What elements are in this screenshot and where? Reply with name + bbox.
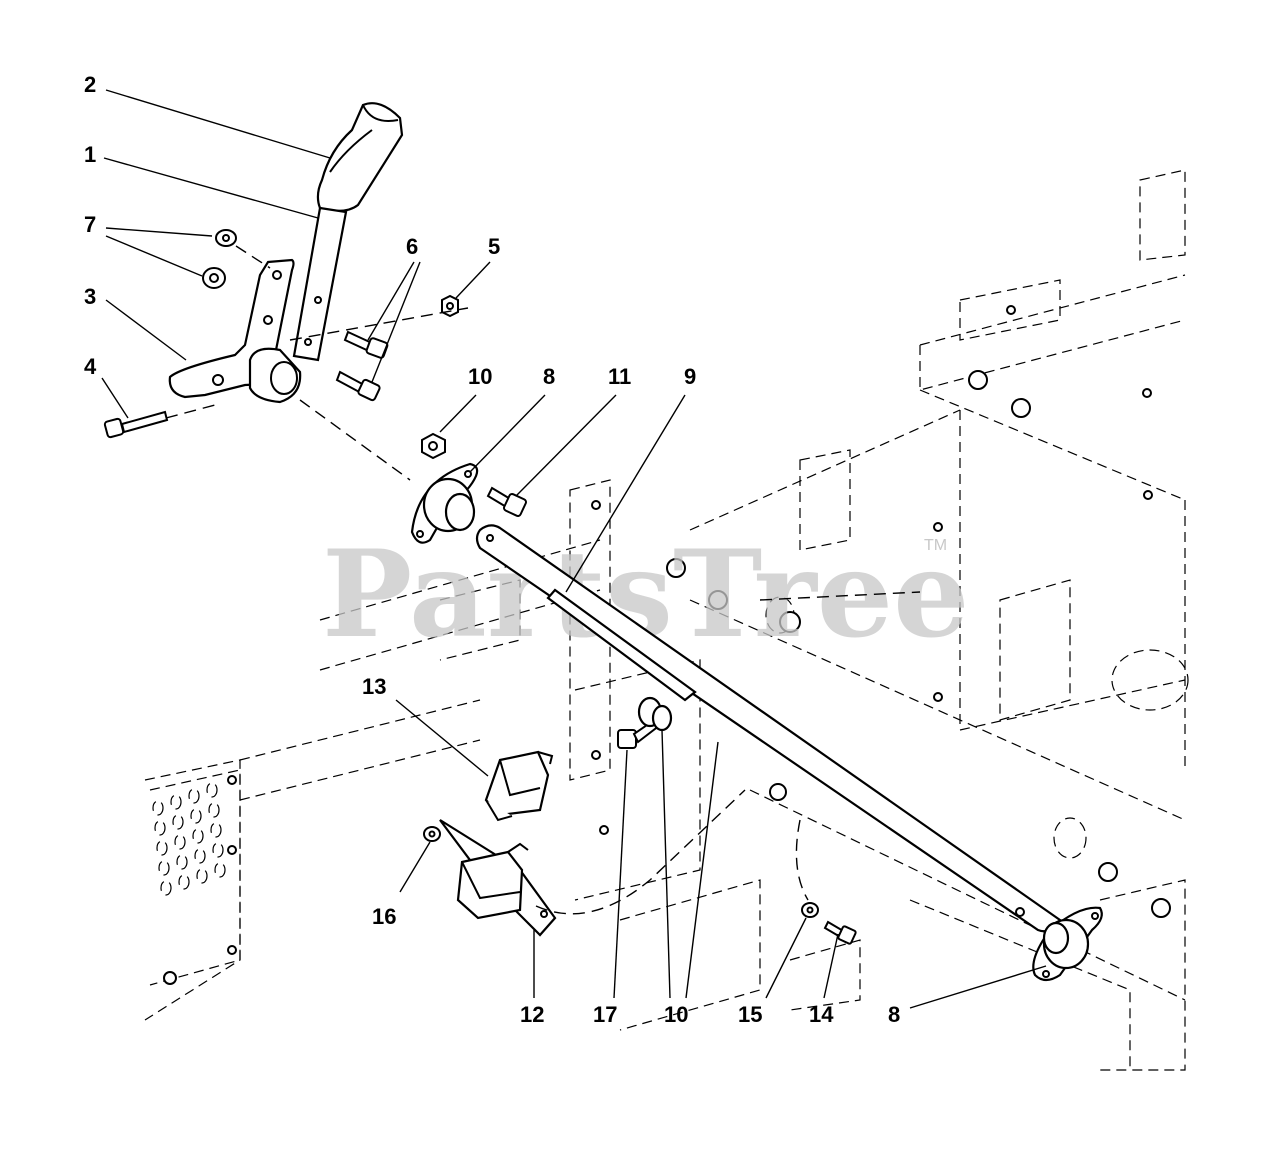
perforation-hole	[160, 880, 172, 896]
callout-2: 2	[84, 72, 96, 97]
callout-7: 7	[84, 212, 96, 237]
bolt-4	[103, 410, 169, 439]
washer-7b	[202, 267, 226, 289]
perforation-hole	[190, 808, 202, 824]
perforation-hole	[154, 820, 166, 836]
callout-17: 17	[593, 1002, 617, 1027]
washer-7a	[215, 229, 237, 247]
callout-8-upper: 8	[543, 364, 555, 389]
callout-13: 13	[362, 674, 386, 699]
perforation-hole	[156, 840, 168, 856]
bolt-17	[617, 696, 673, 749]
perforation-hole	[158, 860, 170, 876]
washer-15	[801, 902, 819, 918]
callout-10-lower: 10	[664, 1002, 688, 1027]
flange-bearing-upper	[410, 462, 479, 544]
perforation-hole	[188, 788, 200, 804]
perforation-hole	[196, 868, 208, 884]
callout-3: 3	[84, 284, 96, 309]
lever-arm	[292, 206, 348, 362]
perforation-hole	[206, 782, 218, 798]
lever-handle	[316, 102, 404, 212]
callout-10-upper: 10	[468, 364, 492, 389]
perforation-hole	[192, 828, 204, 844]
perforation-hole	[170, 794, 182, 810]
perforation-hole	[174, 834, 186, 850]
callout-11: 11	[608, 364, 631, 389]
callout-1: 1	[84, 142, 96, 167]
perforation-hole	[178, 874, 190, 890]
flange-bearing-lower	[1032, 906, 1103, 982]
callout-12: 12	[520, 1002, 544, 1027]
switch-13	[484, 750, 554, 822]
assembly-lines	[165, 245, 921, 915]
perforation-hole	[152, 800, 164, 816]
callout-15: 15	[738, 1002, 762, 1027]
nut-5	[441, 294, 459, 318]
bolt-6a	[343, 330, 389, 359]
callout-6: 6	[406, 234, 418, 259]
bolt-11	[486, 486, 527, 517]
callout-5: 5	[488, 234, 500, 259]
frame-nuts	[591, 305, 1171, 918]
callout-14: 14	[809, 1002, 834, 1027]
callout-8-lower: 8	[888, 1002, 900, 1027]
bolt-14	[823, 920, 857, 945]
perforation-hole	[214, 862, 226, 878]
leader-lines	[101, 89, 1047, 1009]
callout-4: 4	[84, 354, 97, 379]
perforated-plate	[149, 769, 241, 986]
perforation-hole	[210, 822, 222, 838]
callout-9: 9	[684, 364, 696, 389]
bolt-6b	[335, 370, 381, 402]
callout-16: 16	[372, 904, 396, 929]
perforation-hole	[176, 854, 188, 870]
perforation-hole	[208, 802, 220, 818]
watermark-trademark: TM	[924, 537, 947, 554]
washer-16	[423, 826, 441, 842]
perforation-hole	[172, 814, 184, 830]
perforation-hole	[194, 848, 206, 864]
nut-10-upper	[421, 432, 446, 460]
lever-bracket	[168, 258, 302, 404]
switch-12	[439, 819, 557, 937]
perforation-hole	[212, 842, 224, 858]
callouts: 2 1 7 3 4 6 5 10 8 11 9 13 16 12 17 10 1…	[84, 72, 900, 1027]
